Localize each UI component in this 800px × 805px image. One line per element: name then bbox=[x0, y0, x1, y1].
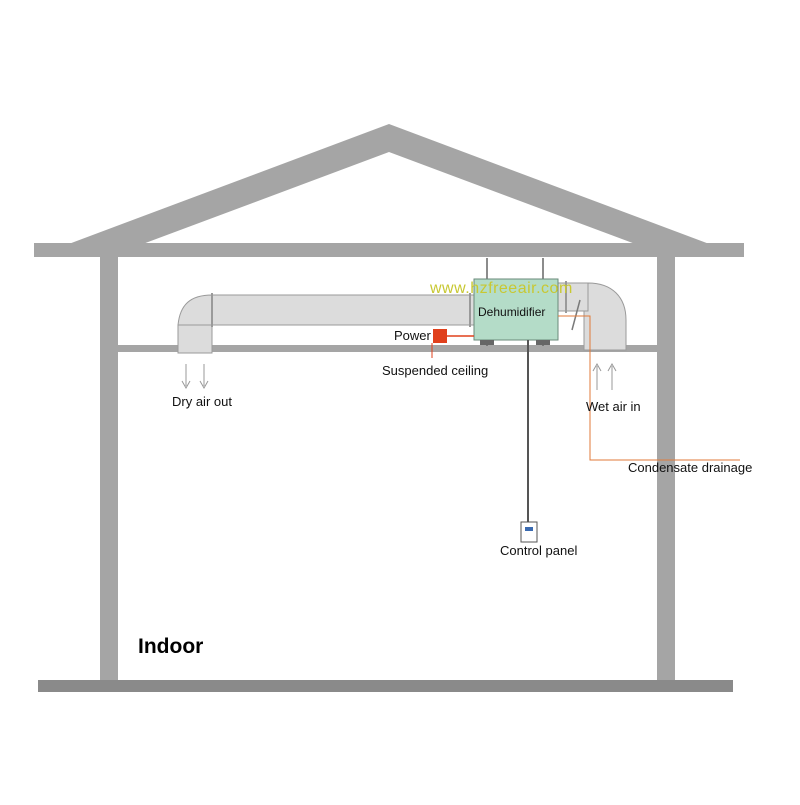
wet-air-arrows bbox=[592, 362, 617, 390]
condensate-drain-line bbox=[558, 315, 740, 461]
right-wall bbox=[657, 257, 675, 680]
unit-bracket bbox=[536, 340, 550, 345]
dehumidifier-label: Dehumidifier bbox=[478, 305, 546, 319]
dehumidifier-unit bbox=[473, 278, 559, 341]
floor bbox=[38, 680, 733, 692]
roof-inner bbox=[108, 243, 670, 257]
suspended-ceiling-beam bbox=[118, 345, 657, 352]
intake-vane bbox=[571, 299, 581, 331]
watermark: www.hzfreeair.com bbox=[430, 280, 573, 297]
left-wall bbox=[100, 257, 118, 680]
wet-air-duct-elbow bbox=[583, 282, 627, 351]
dry-air-duct bbox=[211, 294, 475, 326]
power-label: Power bbox=[394, 328, 431, 343]
power-box bbox=[433, 329, 447, 343]
wet-air-in-label: Wet air in bbox=[586, 399, 641, 414]
control-panel-screen bbox=[525, 527, 533, 531]
dry-air-outlet bbox=[177, 324, 213, 354]
control-panel-label: Control panel bbox=[500, 543, 578, 558]
control-panel-box bbox=[520, 521, 538, 543]
suspended-ceiling-label: Suspended ceiling bbox=[382, 363, 489, 378]
condensate-drainage-label: Condensate drainage bbox=[628, 460, 753, 475]
dry-air-arrows bbox=[181, 364, 209, 390]
dry-air-out-label: Dry air out bbox=[172, 394, 232, 409]
dry-air-duct-elbow bbox=[177, 294, 213, 326]
wet-air-duct bbox=[557, 282, 589, 312]
roof bbox=[34, 124, 744, 257]
unit-bracket bbox=[480, 340, 494, 345]
indoor-label: Indoor bbox=[138, 635, 204, 658]
